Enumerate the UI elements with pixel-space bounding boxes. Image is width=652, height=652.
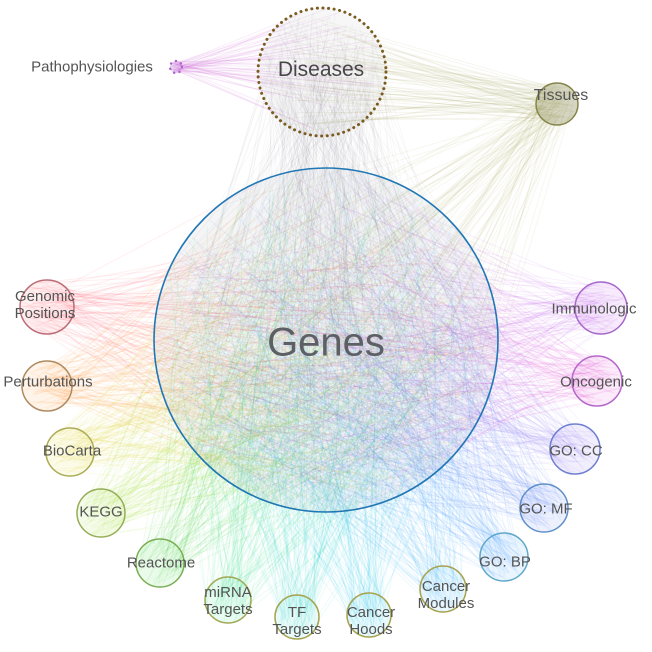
node-go-mf[interactable]: [519, 483, 569, 533]
edge-bundles: [20, 8, 625, 640]
label-genes[interactable]: Genes: [267, 320, 385, 365]
node-go-bp[interactable]: [479, 532, 529, 582]
node-kegg[interactable]: [76, 488, 126, 538]
node-mirna-targets[interactable]: [204, 576, 252, 624]
label-tissues[interactable]: Tissues: [533, 87, 589, 105]
node-tissues[interactable]: [535, 82, 579, 126]
nodes-layer: [19, 6, 628, 640]
node-tf-targets[interactable]: [274, 594, 320, 640]
label-reactome[interactable]: Reactome: [126, 554, 196, 572]
label-genomic-positions[interactable]: Genomic Positions: [14, 288, 76, 322]
node-pathophysiologies[interactable]: [168, 59, 184, 75]
label-immunologic[interactable]: Immunologic: [551, 300, 637, 318]
label-pathophysiologies[interactable]: Pathophysiologies: [31, 58, 153, 76]
node-cancer-modules[interactable]: [419, 565, 467, 613]
label-cancer-hoods[interactable]: Cancer Hoods: [346, 604, 396, 638]
node-genes[interactable]: [153, 167, 499, 513]
label-diseases[interactable]: Diseases: [277, 58, 365, 82]
label-tf-targets[interactable]: TF Targets: [272, 604, 322, 638]
label-cancer-modules[interactable]: Cancer Modules: [417, 578, 475, 612]
node-immunologic[interactable]: [574, 281, 628, 335]
label-go-mf[interactable]: GO: MF: [519, 500, 573, 518]
node-perturbations[interactable]: [21, 360, 73, 412]
node-go-cc[interactable]: [549, 423, 601, 475]
node-oncogenic[interactable]: [571, 355, 623, 407]
label-mirna-targets[interactable]: miRNA Targets: [203, 584, 253, 618]
label-biocarta[interactable]: BioCarta: [42, 442, 102, 460]
label-kegg[interactable]: KEGG: [79, 503, 123, 521]
node-biocarta[interactable]: [45, 427, 95, 477]
node-reactome[interactable]: [135, 538, 185, 588]
label-go-cc[interactable]: GO: CC: [549, 442, 603, 460]
node-diseases[interactable]: [256, 6, 388, 138]
label-go-bp[interactable]: GO: BP: [479, 553, 531, 571]
label-perturbations[interactable]: Perturbations: [3, 373, 93, 391]
label-oncogenic[interactable]: Oncogenic: [560, 373, 632, 391]
node-genomic-positions[interactable]: [19, 279, 75, 335]
node-cancer-hoods[interactable]: [346, 592, 392, 638]
